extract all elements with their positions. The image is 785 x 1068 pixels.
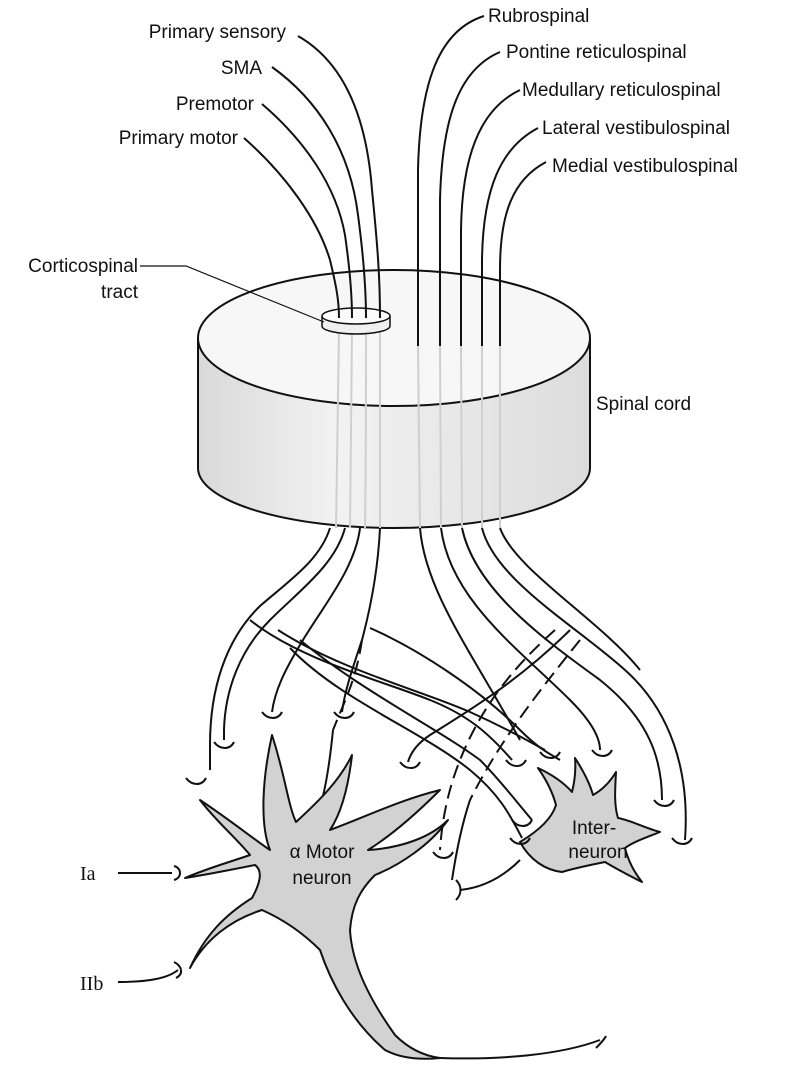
interneuron-cell — [519, 757, 661, 883]
label-primary-motor: Primary motor — [119, 128, 239, 149]
label-motor-neuron-line2: neuron — [292, 868, 351, 889]
label-iib: IIb — [80, 973, 103, 995]
spinal-cord-top — [197, 269, 591, 407]
label-medullary-reticulospinal: Medullary reticulospinal — [522, 80, 721, 101]
brainstem-fibers — [417, 15, 547, 346]
iib-afferent — [117, 969, 179, 983]
label-sma: SMA — [221, 58, 263, 79]
spinal-cord — [197, 269, 591, 529]
alpha-motor-neuron-cell — [184, 734, 449, 1060]
label-rubrospinal: Rubrospinal — [488, 6, 589, 27]
corticospinal-leader-line — [140, 265, 325, 323]
synaptic-terminals — [173, 711, 693, 979]
label-pontine-reticulospinal: Pontine reticulospinal — [506, 42, 687, 63]
label-ia: Ia — [80, 863, 96, 885]
label-corticospinal-line1: Corticospinal — [28, 256, 138, 277]
label-interneuron-line2: neuron — [568, 842, 627, 863]
label-interneuron-line1: Inter- — [572, 818, 616, 839]
fibers-inside-cord — [335, 329, 501, 529]
label-premotor: Premotor — [176, 94, 255, 115]
label-spinal-cord: Spinal cord — [596, 394, 691, 415]
cortical-fibers — [243, 35, 381, 319]
label-medial-vestibulospinal: Medial vestibulospinal — [552, 156, 738, 177]
label-primary-sensory: Primary sensory — [149, 22, 287, 43]
label-motor-neuron-line1: α Motor — [290, 842, 356, 863]
fibers-below-cord — [209, 527, 687, 881]
label-corticospinal-line2: tract — [101, 282, 139, 303]
label-lateral-vestibulospinal: Lateral vestibulospinal — [542, 118, 730, 139]
